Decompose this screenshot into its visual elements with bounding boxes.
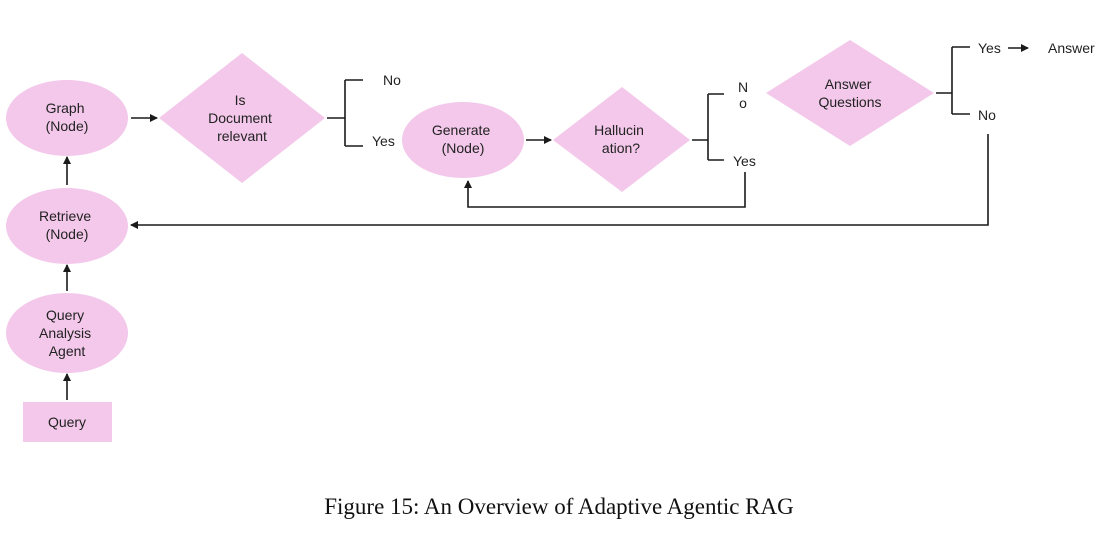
figure-caption: Figure 15: An Overview of Adaptive Agent…: [324, 494, 794, 519]
answer-yes-label: Yes: [978, 40, 1001, 56]
graph-node-label: Graph (Node): [46, 100, 89, 134]
answer-questions-label: Answer Questions: [818, 76, 881, 110]
generate-node-label: Generate (Node): [432, 122, 494, 156]
hallucination-no-label-o: o: [739, 95, 747, 111]
answer-label: Answer: [1048, 40, 1095, 56]
bracket-doc-relevant: [327, 79, 363, 147]
doc-relevant-yes-label: Yes: [372, 133, 395, 149]
hallucination-yes-label: Yes: [733, 153, 756, 169]
generate-node: [402, 102, 524, 178]
loop-hallucination-yes-to-generate: [464, 172, 746, 208]
doc-relevant-no-label: No: [383, 72, 401, 88]
hallucination-label: Hallucin ation?: [594, 122, 648, 156]
retrieve-node-label: Retrieve (Node): [39, 208, 95, 242]
query-box-label: Query: [48, 414, 86, 430]
hallucination-decision: [553, 87, 690, 192]
answer-questions-decision: [766, 40, 934, 146]
document-relevant-decision: [159, 53, 325, 183]
query-analysis-agent-node: [6, 293, 128, 373]
graph-node: [6, 80, 128, 156]
retrieve-node: [6, 188, 128, 264]
answer-no-label: No: [978, 107, 996, 123]
query-analysis-agent-label: Query Analysis Agent: [39, 307, 95, 359]
bracket-hallucination: [692, 93, 724, 161]
loop-answer-no-to-retrieve: [130, 134, 989, 229]
document-relevant-label: Is Document relevant: [208, 92, 276, 144]
connectors: [63, 44, 1029, 400]
bracket-answer-questions: [936, 46, 970, 115]
query-box: [23, 402, 112, 442]
hallucination-no-label-n: N: [738, 79, 748, 95]
